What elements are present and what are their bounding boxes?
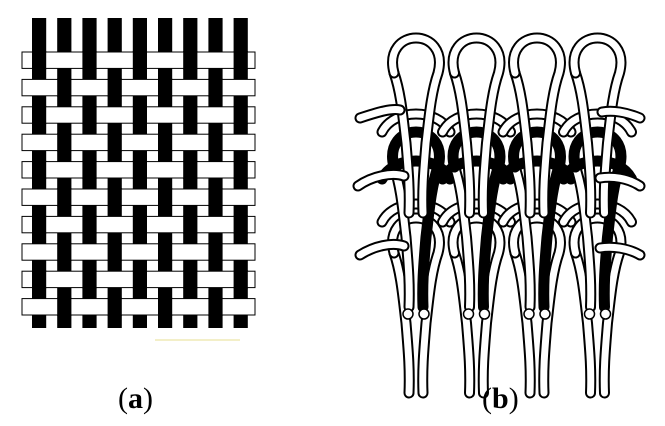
caption-a-letter: a [128,382,143,415]
caption-b-letter: b [492,382,509,415]
warp-over-weft [82,215,97,234]
warp-over-weft [107,133,122,152]
weft-yarn [21,298,256,316]
woven-fabric-diagram [21,18,256,341]
knitted-fabric-diagram [352,32,646,399]
loop-leg-core [390,249,413,397]
warp-over-weft [158,242,173,262]
loop-leg-core [572,69,595,217]
warp-over-weft [32,51,47,70]
warp-over-weft [208,188,223,207]
caption-a-open: ( [118,382,128,415]
yarn-tail-core [598,107,644,122]
loop-leg-core [572,163,595,311]
warp-over-weft [183,51,198,70]
weft-yarn [21,188,256,206]
caption-a-close: ) [143,382,153,415]
warp-over-weft [57,242,72,262]
warp-over-weft [57,133,72,152]
loop-leg-core [511,163,534,311]
warp-over-weft [32,270,47,289]
warp-over-weft [57,188,72,207]
caption-b-open: ( [482,382,492,415]
warp-over-weft [183,160,198,179]
course-arc-core [560,200,635,226]
warp-over-weft [82,270,97,289]
warp-over-weft [132,270,147,289]
loop-leg-core [451,163,474,311]
warp-over-weft [132,160,147,179]
warp-over-weft [233,160,248,179]
warp-over-weft [208,78,223,97]
caption-b: (b) [482,384,519,414]
yarn-end [478,308,491,320]
loop-leg-core [511,69,534,217]
warp-over-weft [32,105,47,125]
yarn-end [418,308,430,320]
warp-over-weft [183,270,198,289]
warp-over-weft [208,297,223,316]
knit-loop-core [389,34,443,217]
caption-b-close: ) [508,382,519,415]
caption-a: (a) [118,384,153,414]
warp-over-weft [32,215,47,234]
knit-loop-core [570,34,625,217]
loop-leg-core [511,249,534,397]
warp-over-weft [132,105,147,125]
warp-over-weft [158,78,173,97]
warp-over-weft [107,242,122,262]
warp-over-weft [82,51,97,70]
course-arc-core [560,157,635,183]
yarn-tail-core [356,106,404,122]
warp-over-weft [107,78,122,97]
warp-over-weft [233,51,248,70]
warp-over-weft [82,105,97,125]
loop-leg-core [390,69,413,217]
loop-leg-core [451,249,474,397]
warp-over-weft [233,270,248,289]
warp-over-weft [183,105,198,125]
yarn-tail-core [354,170,408,190]
yarn-end [402,308,414,320]
warp-over-weft [233,105,248,125]
yarn-tail-core [356,240,408,259]
yarn-end [539,308,551,320]
yarn-end [523,308,535,320]
warp-over-weft [132,51,147,70]
warp-over-weft [183,215,198,234]
knit-loop-core [449,34,504,217]
yarn-end [599,308,612,320]
warp-over-weft [107,297,122,316]
warp-over-weft [107,188,122,207]
loop-leg-core [390,163,413,311]
warp-over-weft [32,160,47,179]
warp-over-weft [208,133,223,152]
loop-leg-core [572,249,595,397]
loop-leg-core [451,69,474,217]
yarn-tail-core [596,173,644,190]
warp-over-weft [208,242,223,262]
yarn-end [462,308,475,320]
warp-over-weft [82,160,97,179]
weft-yarn [21,243,256,261]
yarn-end [583,308,596,320]
warp-over-weft [57,78,72,97]
warp-over-weft [57,297,72,316]
knit-loop-core [510,34,564,217]
warp-over-weft [158,133,173,152]
warp-over-weft [158,188,173,207]
yarn-tail-core [596,243,644,259]
weft-yarn [21,78,256,97]
warp-over-weft [233,215,248,234]
weft-yarn [21,133,256,152]
warp-over-weft [158,297,173,316]
warp-over-weft [132,215,147,234]
